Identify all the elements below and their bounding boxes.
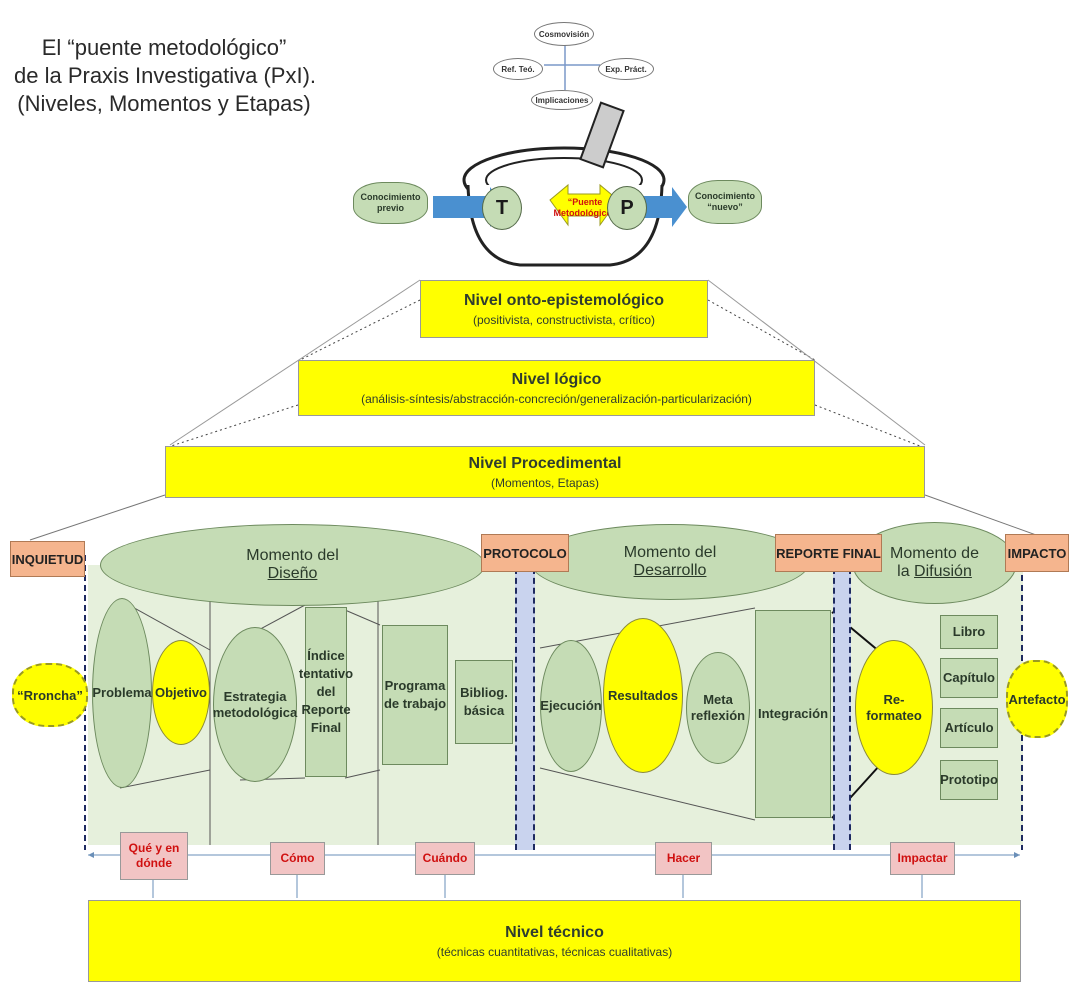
- level-title: Nivel lógico: [511, 370, 602, 388]
- output-libro: Libro: [940, 615, 998, 649]
- output-articulo: Artículo: [940, 708, 998, 748]
- tag-impacto: IMPACTO: [1005, 534, 1069, 572]
- level-subtitle: (Momentos, Etapas): [490, 475, 600, 490]
- level-logical: Nivel lógico (análisis-síntesis/abstracc…: [298, 360, 815, 416]
- level-technical: Nivel técnico (técnicas cuantitativas, t…: [88, 900, 1021, 982]
- output-capitulo: Capítulo: [940, 658, 998, 698]
- final-report-band: [833, 568, 851, 850]
- level-title: Nivel Procedimental: [468, 454, 622, 472]
- moment-development: Momento del Desarrollo: [530, 524, 810, 600]
- level-title: Nivel técnico: [505, 923, 604, 941]
- protocol-band: [515, 568, 535, 850]
- mortar-left-label: Ref. Teó.: [493, 58, 543, 80]
- stage-meta-reflexion: Meta reflexión: [686, 652, 750, 764]
- theory-circle: T: [482, 186, 522, 230]
- tag-inquietud: INQUIETUD: [10, 541, 85, 577]
- stage-integracion: Integración: [755, 610, 831, 818]
- stage-problema: Problema: [92, 598, 152, 788]
- moment-label: Momento de: [890, 545, 979, 562]
- level-subtitle: (técnicas cuantitativas, técnicas cualit…: [436, 944, 673, 959]
- stage-indice: Índice tentativo del Reporte Final: [299, 607, 353, 777]
- title-line-1: El “puente metodológico”: [41, 35, 287, 60]
- stage-estrategia: Estrategia metodológica: [213, 627, 297, 782]
- moment-name: Diseño: [267, 565, 318, 582]
- level-subtitle: (positivista, constructivista, crítico): [472, 312, 656, 327]
- stage-programa: Programa de trabajo: [382, 625, 448, 765]
- mortar-right-label: Exp. Práct.: [598, 58, 654, 80]
- new-knowledge-cloud: Conocimiento “nuevo”: [688, 180, 762, 224]
- action-que-y-en-donde: Qué y en dónde: [120, 832, 188, 880]
- stage-bibliog: Bibliog. básica: [455, 660, 513, 744]
- moment-label: Momento del: [623, 544, 717, 561]
- level-subtitle: (análisis-síntesis/abstracción-concreció…: [361, 391, 752, 406]
- moment-design: Momento del Diseño: [100, 524, 485, 606]
- tag-protocolo: PROTOCOLO: [481, 534, 569, 572]
- level-onto-epistemological: Nivel onto-epistemológico (positivista, …: [420, 280, 708, 338]
- mortar-bottom-label: Implicaciones: [531, 90, 593, 110]
- tag-reporte-final: REPORTE FINAL: [775, 534, 882, 572]
- stage-reformateo: Re-formateo: [855, 640, 933, 775]
- title-line-2: de la Praxis Investigativa (PxI).: [14, 63, 317, 88]
- stage-objetivo: Objetivo: [152, 640, 210, 745]
- moment-name: Desarrollo: [633, 562, 707, 579]
- prior-knowledge-cloud: Conocimiento previo: [353, 182, 428, 224]
- artefacto-cloud: Artefacto: [1006, 660, 1068, 738]
- moment-label: Momento del: [246, 547, 339, 564]
- stage-resultados: Resultados: [603, 618, 683, 773]
- action-impactar: Impactar: [890, 842, 955, 875]
- action-cuando: Cuándo: [415, 842, 475, 875]
- stage-ejecucion: Ejecución: [540, 640, 602, 772]
- action-hacer: Hacer: [655, 842, 712, 875]
- output-prototipo: Prototipo: [940, 760, 998, 800]
- practice-circle: P: [607, 186, 647, 230]
- rroncha-cloud: “Rroncha”: [12, 663, 88, 727]
- diagram-title: El “puente metodológico” de la Praxis In…: [14, 34, 317, 118]
- methodological-bridge-label: “Puente Metodológico”: [553, 197, 617, 218]
- level-title: Nivel onto-epistemológico: [463, 291, 664, 309]
- level-procedural: Nivel Procedimental (Momentos, Etapas): [165, 446, 925, 498]
- moment-name: Difusión: [914, 563, 972, 580]
- title-line-3: (Niveles, Momentos y Etapas): [17, 91, 311, 116]
- action-como: Cómo: [270, 842, 325, 875]
- mortar-top-label: Cosmovisión: [534, 22, 594, 46]
